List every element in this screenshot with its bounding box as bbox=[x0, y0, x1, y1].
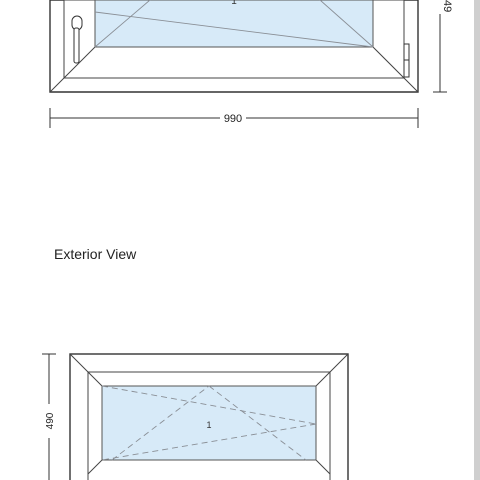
exterior-bevel-line bbox=[315, 459, 331, 475]
exterior-height-dimension: 490 bbox=[42, 353, 56, 480]
exterior-bevel-line bbox=[329, 353, 349, 373]
exterior-glass bbox=[101, 385, 317, 461]
interior-bevel-line bbox=[403, 77, 419, 93]
interior-window: 1 bbox=[49, 0, 419, 93]
interior-height-dimension-label: 49 bbox=[441, 0, 453, 12]
interior-bevel-line bbox=[63, 46, 96, 79]
page-edge-strip bbox=[474, 0, 480, 480]
exterior-view-label: Exterior View bbox=[54, 246, 137, 262]
exterior-opening-line bbox=[111, 385, 210, 461]
exterior-opening-line bbox=[101, 385, 317, 425]
exterior-window: 1 bbox=[69, 353, 349, 480]
exterior-bevel-line bbox=[87, 371, 103, 387]
interior-bevel-line bbox=[372, 46, 405, 79]
interior-opening-line bbox=[94, 11, 374, 48]
exterior-bevel-line bbox=[69, 353, 89, 373]
exterior-opening-line bbox=[208, 385, 307, 461]
interior-opening-line bbox=[94, 0, 151, 48]
interior-sash-number: 1 bbox=[231, 0, 237, 7]
window-handle-icon bbox=[71, 15, 83, 64]
exterior-bevel-line bbox=[315, 371, 331, 387]
exterior-bevel-line bbox=[87, 459, 103, 475]
interior-glass bbox=[94, 0, 374, 48]
interior-bevel-line bbox=[49, 77, 65, 93]
exterior-sash-number: 1 bbox=[206, 420, 211, 430]
exterior-opening-line bbox=[101, 423, 317, 461]
exterior-height-dimension-label: 490 bbox=[45, 412, 56, 429]
width-dimension-label: 990 bbox=[224, 113, 242, 125]
width-dimension: 990 bbox=[49, 108, 419, 128]
interior-height-dimension: 49 bbox=[433, 0, 453, 93]
hinge-icon bbox=[403, 43, 410, 78]
interior-opening-line bbox=[319, 0, 374, 48]
